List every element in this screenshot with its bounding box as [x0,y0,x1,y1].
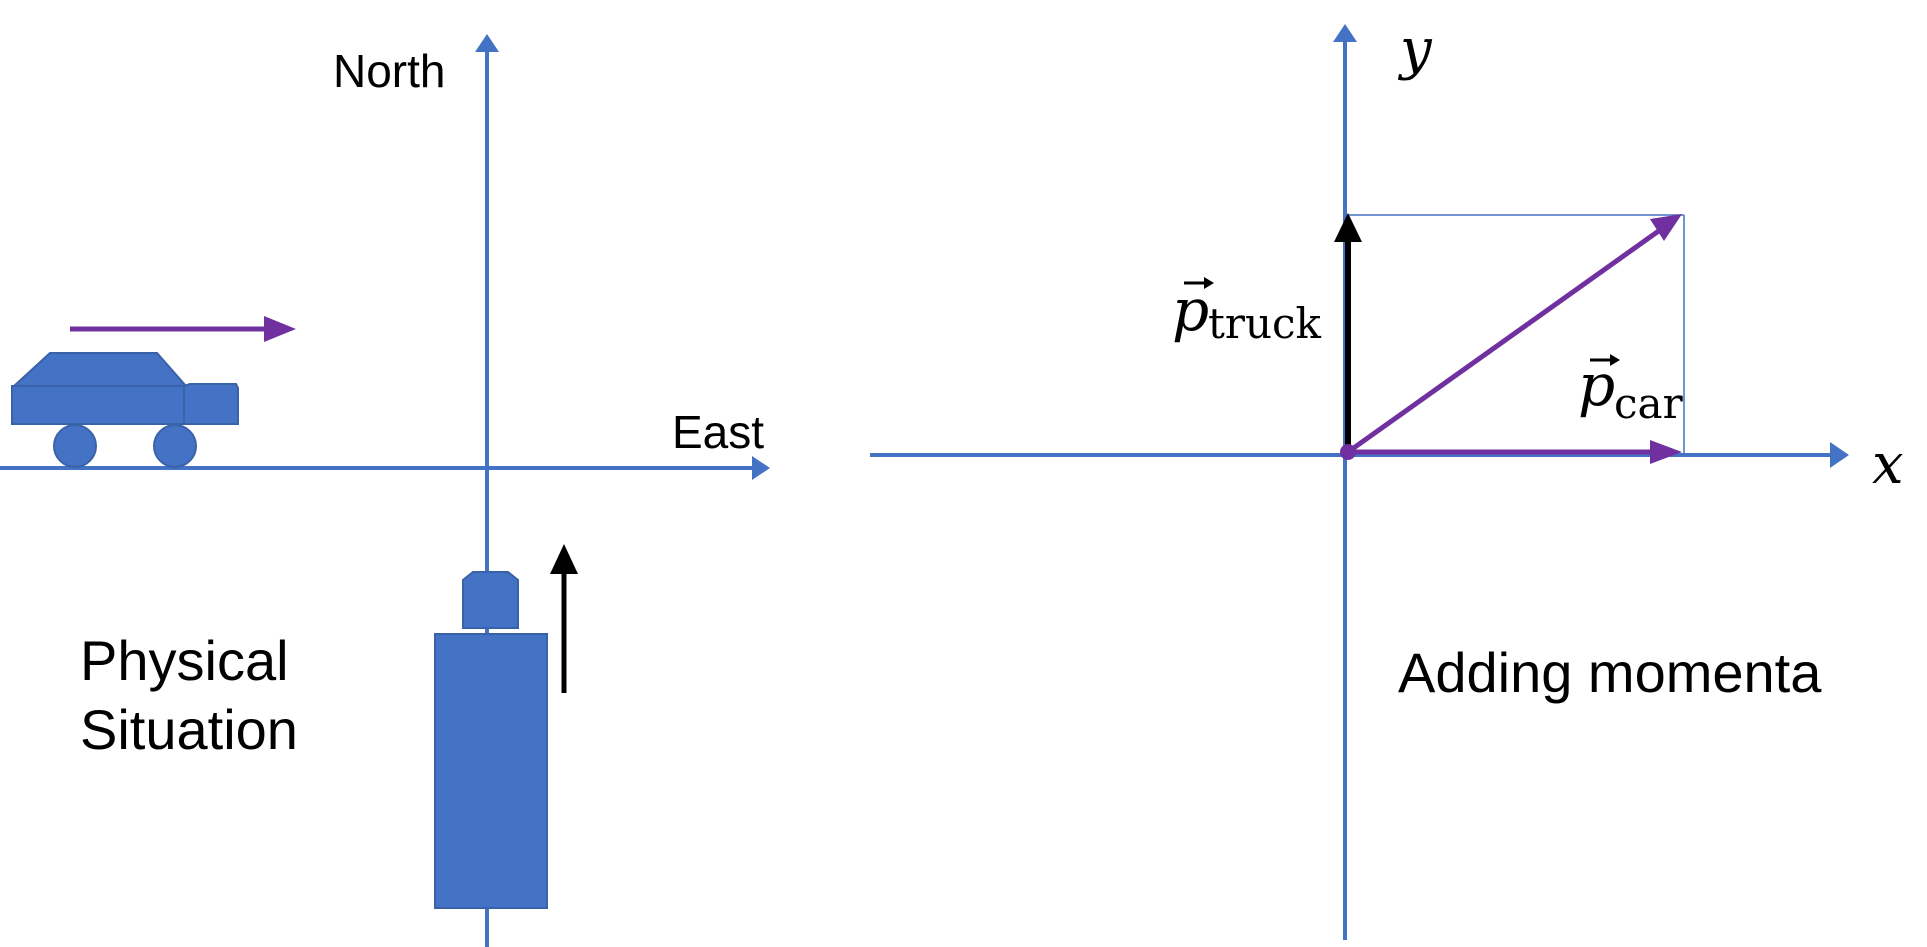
origin-point [1340,444,1356,460]
parallelogram-guides [1345,214,1685,455]
p-car-label: p car [1578,351,1684,428]
car-momentum-arrow [70,316,296,342]
x-axis-label: x [1872,432,1904,497]
vector-arrow-icon [1184,277,1214,289]
east-label: East [672,406,764,458]
adding-momenta-caption: Adding momenta [1398,641,1822,704]
y-axis [1333,24,1357,940]
y-axis-label: y [1397,17,1433,82]
east-axis [0,456,770,480]
truck-momentum-arrow [550,544,578,693]
car-wheel-rear [53,424,97,468]
p-truck-label: p truck [1172,276,1322,348]
car-shape [11,352,239,468]
vector-arrow-icon [1590,354,1620,366]
p-truck-symbol: p [1172,276,1209,344]
resultant-momentum-vector [1346,214,1682,455]
physical-caption-line2: Situation [80,698,298,761]
p-car-symbol: p [1578,351,1615,419]
physical-situation-panel: North East Physical Situation [0,34,770,947]
p-truck-vector [1334,213,1362,452]
p-car-subscript: car [1614,379,1684,428]
north-label: North [333,45,445,97]
physical-caption-line1: Physical [80,629,289,692]
car-wheel-front [153,424,197,468]
truck-shape [434,571,548,909]
p-truck-subscript: truck [1208,299,1322,348]
adding-momenta-panel: y x p truck [870,17,1904,940]
p-car-vector [1348,440,1682,464]
